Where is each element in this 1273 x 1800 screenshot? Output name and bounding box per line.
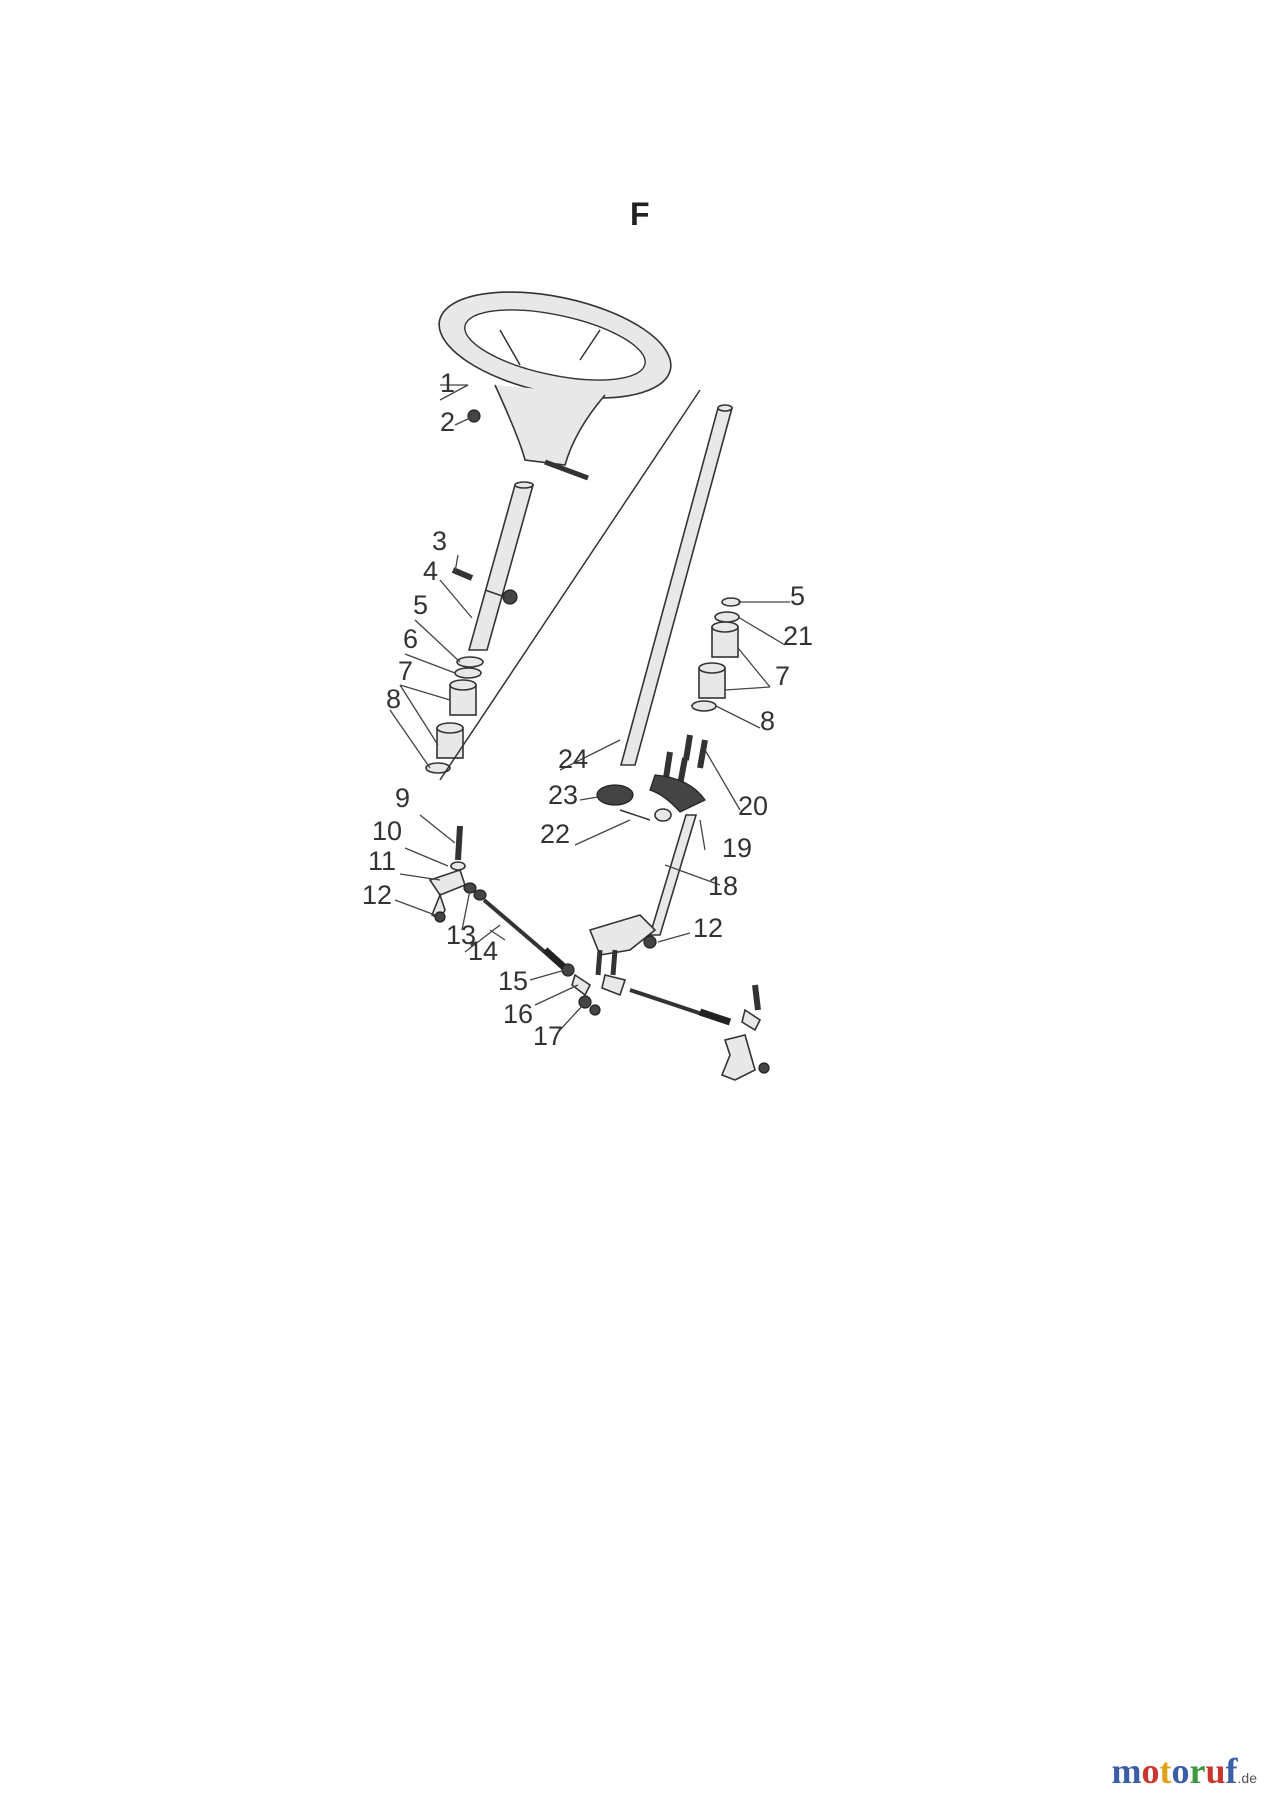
callout-label: 7 <box>775 661 790 691</box>
ball-joint-part-16 <box>571 973 592 997</box>
callout-label: 7 <box>398 656 413 686</box>
watermark-letter: o <box>1171 1751 1190 1791</box>
watermark-letter: r <box>1189 1751 1206 1791</box>
callout-label: 1 <box>440 368 455 398</box>
callout-label: 20 <box>738 791 768 821</box>
callout-label: 14 <box>468 936 498 966</box>
callout-label: 15 <box>498 966 528 996</box>
callout-label: 12 <box>362 880 392 910</box>
arm-part-11 <box>428 868 466 896</box>
watermark-letter: o <box>1141 1751 1160 1791</box>
watermark-letter: t <box>1159 1751 1172 1791</box>
shaft-part-22 <box>619 809 651 821</box>
upper-steering-shaft <box>467 481 535 651</box>
callout-label: 21 <box>783 621 813 651</box>
lower-shaft-part-18 <box>648 814 698 936</box>
watermark-suffix: .de <box>1237 1770 1257 1786</box>
callout-label: 3 <box>432 526 447 556</box>
nut-part-17 <box>578 995 592 1009</box>
washer-part-8-right <box>691 700 717 712</box>
steering-wheel <box>438 291 672 466</box>
pinion-part-23 <box>596 784 634 806</box>
watermark-letter: f <box>1225 1751 1238 1791</box>
callout-label: 13 <box>446 920 476 950</box>
right-kingpin-bolt <box>752 984 761 1011</box>
watermark-letter: m <box>1111 1751 1142 1791</box>
washer-part-5-left <box>456 656 484 668</box>
washer-part-10 <box>450 861 466 871</box>
callout-label: 8 <box>760 706 775 736</box>
bolt-part-9 <box>455 825 463 861</box>
callout-label: 17 <box>533 1021 563 1051</box>
pitman-arm-bracket <box>588 914 657 956</box>
section-letter: F <box>630 196 650 232</box>
callout-label: 10 <box>372 816 402 846</box>
gear-sector-part-19 <box>649 774 706 813</box>
nut-part-15 <box>561 963 575 977</box>
watermark-letters: motoruf <box>1112 1751 1238 1791</box>
bushing-part-7-right-lower <box>698 662 726 699</box>
nut-part-12-right <box>643 935 657 949</box>
bushing-part-7-left-upper <box>449 679 477 716</box>
callout-label: 12 <box>693 913 723 943</box>
callout-label: 6 <box>403 624 418 654</box>
washer-part-8-left <box>425 762 451 774</box>
right-spindle <box>720 1034 756 1081</box>
nut-part-2 <box>467 409 481 423</box>
callout-label: 4 <box>423 556 438 586</box>
callout-label: 9 <box>395 783 410 813</box>
callout-label: 24 <box>558 744 588 774</box>
wheel-bolt <box>544 459 589 481</box>
site-watermark-logo: motoruf.de <box>1112 1750 1257 1792</box>
callout-label: 23 <box>548 780 578 810</box>
callout-label: 8 <box>386 684 401 714</box>
washer-part-21 <box>714 611 740 623</box>
callout-label: 16 <box>503 999 533 1029</box>
callout-label: 22 <box>540 819 570 849</box>
callout-labels: 1 2 3 4 5 6 7 8 24 5 21 7 8 <box>362 368 813 1051</box>
watermark-letter: u <box>1205 1751 1226 1791</box>
right-ball-joint <box>601 974 627 997</box>
callout-label: 18 <box>708 871 738 901</box>
bushing-part-7-left-lower <box>436 722 464 759</box>
callout-label: 2 <box>440 407 455 437</box>
callout-label: 19 <box>722 833 752 863</box>
callout-label: 5 <box>413 590 428 620</box>
washer-part-5-right <box>721 597 741 607</box>
callout-label: 5 <box>790 581 805 611</box>
bolt-part-3 <box>451 567 474 581</box>
bolts-part-20 <box>663 734 708 786</box>
main-steering-column <box>619 404 734 766</box>
bushing-part-7-right-upper <box>711 621 739 658</box>
callout-label: 11 <box>368 846 396 876</box>
washer-part-6 <box>454 667 482 679</box>
